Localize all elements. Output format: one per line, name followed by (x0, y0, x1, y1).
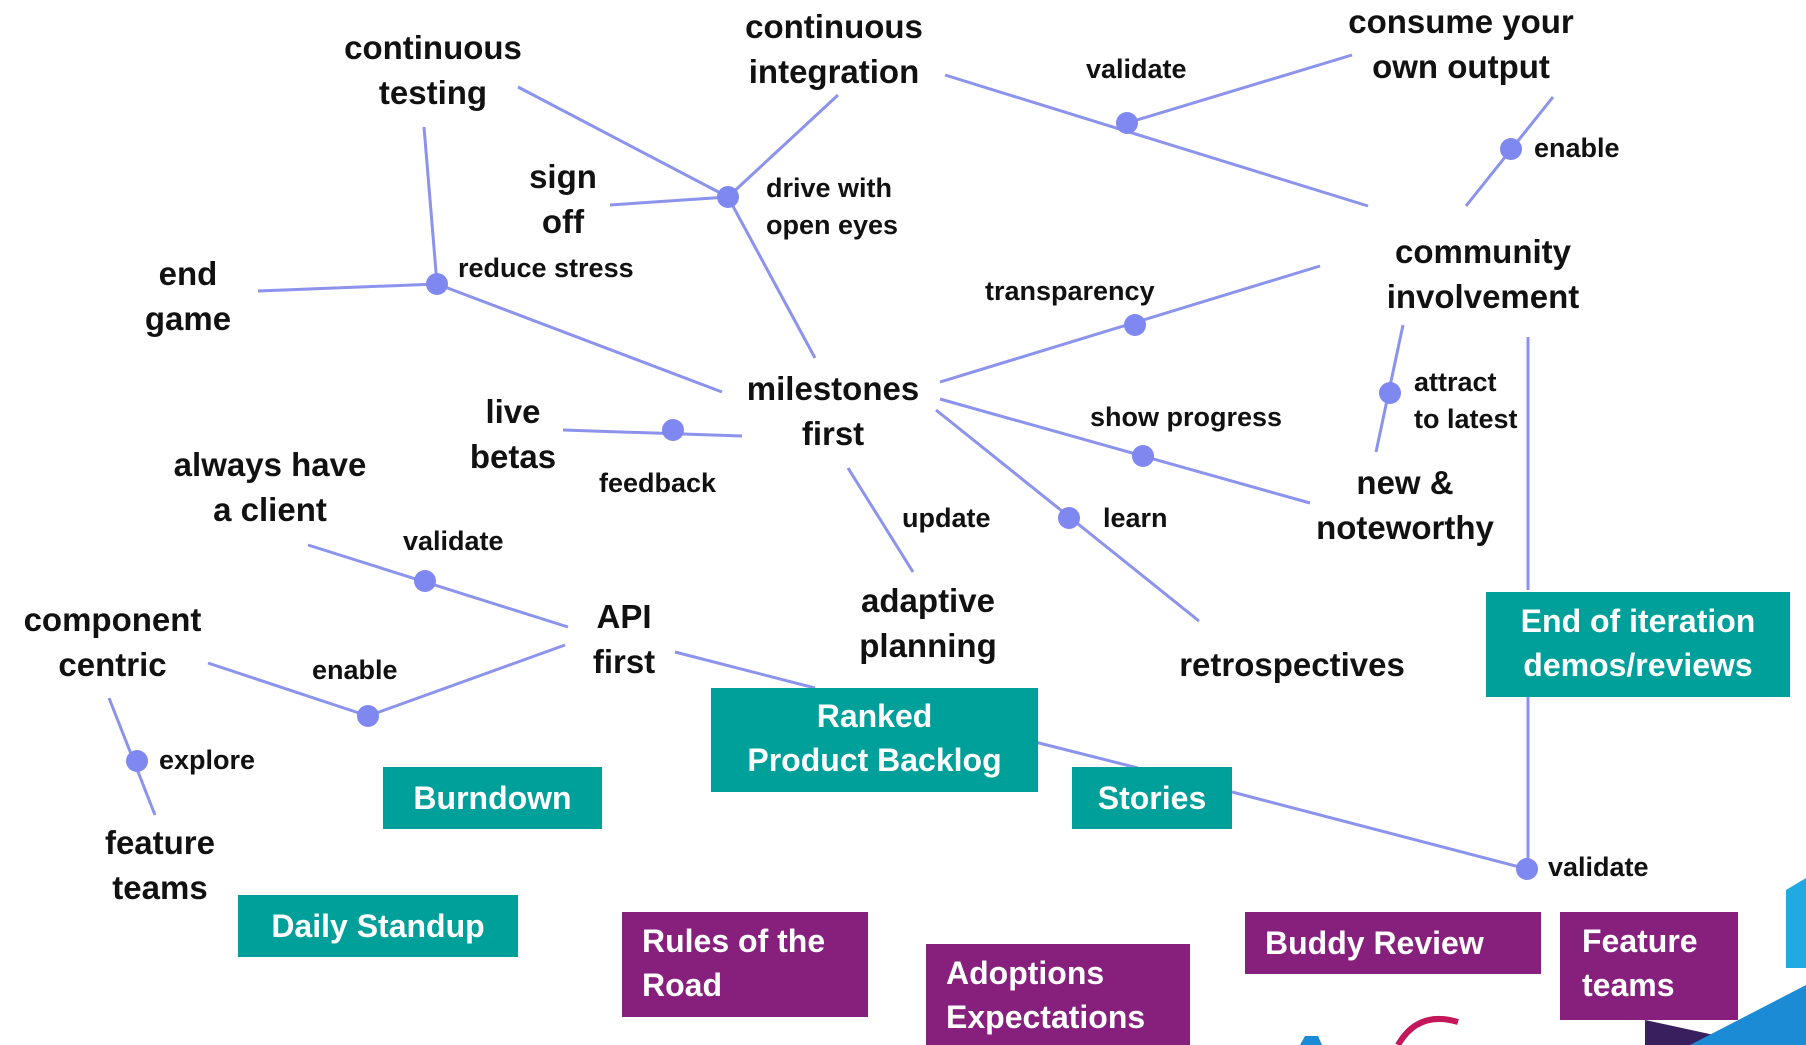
node-continuous-testing: continuous testing (344, 29, 522, 111)
dot-reduce-stress (426, 273, 448, 295)
link-milestones-new (939, 397, 1311, 505)
link-enable-api (367, 643, 566, 718)
corner-logo-arc (1395, 1015, 1459, 1045)
box-end-of-iteration: End of iteration demos/reviews (1486, 592, 1790, 697)
dot-feedback (662, 419, 684, 441)
dot-drive-open-eyes (717, 186, 739, 208)
link-testing-reduce (422, 126, 439, 285)
node-new-noteworthy: new & noteworthy (1316, 464, 1494, 546)
label-show-progress: show progress (1090, 402, 1283, 432)
link-integration-drive (726, 93, 840, 199)
label-enable-api: enable (312, 655, 398, 685)
node-component-centric: component centric (23, 601, 202, 683)
dot-transparency (1124, 314, 1146, 336)
label-drive-open-eyes: drive with open eyes (766, 173, 899, 240)
box-feature-teams: Feature teams (1560, 912, 1738, 1020)
link-component-api (207, 661, 369, 718)
node-live-betas: live betas (469, 393, 557, 475)
link-api-backlog (674, 650, 816, 690)
box-stories: Stories (1072, 767, 1232, 829)
label-validate-bottom: validate (1548, 852, 1649, 882)
node-adaptive-planning: adaptive planning (859, 582, 997, 664)
label-validate-top: validate (1086, 54, 1187, 84)
link-client-api (307, 543, 569, 629)
dot-show-progress (1132, 445, 1154, 467)
dot-explore (126, 750, 148, 772)
link-stories-validate (1231, 790, 1528, 871)
label-validate-api: validate (403, 526, 504, 556)
dot-validate-api (414, 570, 436, 592)
box-buddy-review: Buddy Review (1245, 912, 1541, 974)
dot-enable-top (1500, 138, 1522, 160)
corner-logo-mark (1300, 1036, 1322, 1045)
link-backlog-stories (1034, 740, 1139, 770)
corner-shape-teal-top (1786, 878, 1806, 968)
dot-enable-api (357, 705, 379, 727)
box-burndown: Burndown (383, 767, 602, 829)
dot-learn (1058, 507, 1080, 529)
node-end-game: end game (144, 255, 232, 337)
label-reduce-stress: reduce stress (458, 253, 634, 283)
link-reduce-milestones (436, 282, 723, 394)
label-attract-to-latest: attract to latest (1414, 367, 1518, 434)
node-continuous-integration: continuous integration (745, 8, 923, 90)
link-signoff-drive (609, 195, 729, 207)
link-consume-validate (1126, 53, 1353, 125)
corner-shape-blue (1690, 985, 1806, 1045)
label-learn: learn (1103, 503, 1168, 533)
label-explore: explore (159, 745, 256, 775)
link-endgame-reduce (257, 282, 438, 293)
label-feedback: feedback (599, 468, 717, 498)
dot-validate-bottom (1516, 858, 1538, 880)
node-retrospectives: retrospectives (1179, 646, 1405, 683)
node-always-have-client: always have a client (173, 446, 367, 528)
box-adoptions-expectations: Adoptions Expectations (926, 944, 1190, 1045)
node-api-first: API first (592, 598, 656, 680)
link-drive-milestones (726, 196, 817, 359)
node-milestones-first: milestones first (746, 370, 920, 452)
connector-lines (107, 53, 1555, 871)
box-ranked-backlog: Ranked Product Backlog (711, 688, 1038, 792)
link-milestones-adaptive (846, 467, 915, 573)
node-sign-off: sign off (529, 158, 597, 240)
label-update: update (902, 503, 991, 533)
box-rules-of-the-road: Rules of the Road (622, 912, 868, 1017)
link-testing-drive (517, 85, 729, 199)
dot-validate-top (1116, 112, 1138, 134)
node-community-involvement: community involvement (1386, 233, 1580, 315)
box-daily-standup: Daily Standup (238, 895, 518, 957)
node-consume-own-output: consume your own output (1348, 3, 1574, 85)
dot-attract-latest (1379, 382, 1401, 404)
link-livebetas-milestones (562, 428, 743, 438)
link-integration-community (944, 73, 1369, 208)
node-feature-teams: feature teams (104, 824, 216, 906)
label-transparency: transparency (985, 276, 1155, 306)
label-enable-top: enable (1534, 133, 1620, 163)
